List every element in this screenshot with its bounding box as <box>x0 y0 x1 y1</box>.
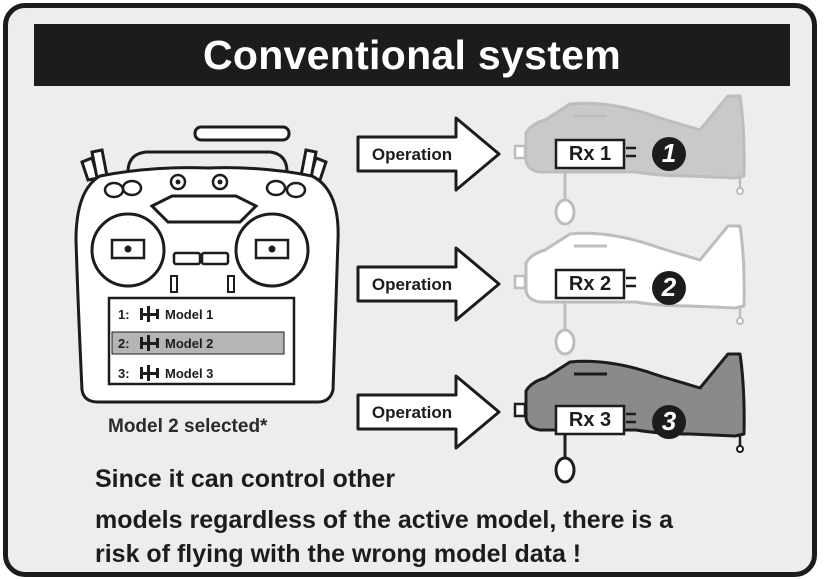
model-index: 1: <box>118 306 130 322</box>
arrow-icon <box>356 374 501 450</box>
badge-number: 2 <box>661 272 677 302</box>
model-list-item: 3: Model 3 <box>118 364 213 382</box>
model-index: 3: <box>118 365 130 381</box>
model-list-item-selected: 2: Model 2 <box>118 334 213 352</box>
model-list-item: 1: Model 1 <box>118 305 213 323</box>
selected-model-highlight <box>111 331 285 355</box>
airplane-icon <box>513 224 746 356</box>
model-name: Model 1 <box>165 306 214 322</box>
title-bar: Conventional system <box>34 24 790 86</box>
warning-text-line: risk of flying with the wrong model data… <box>95 540 582 568</box>
receiver-label: Rx 1 <box>568 143 612 165</box>
receiver-label: Rx 2 <box>568 273 612 295</box>
airplane-icon <box>513 352 746 484</box>
model-name: Model 3 <box>165 365 214 381</box>
airplane-icon <box>513 94 746 226</box>
airplane-icon <box>140 306 159 322</box>
arrow-label: Operation <box>371 403 453 422</box>
airplane-icon <box>140 365 159 381</box>
page-title: Conventional system <box>202 31 622 78</box>
receiver-label: Rx 3 <box>568 409 612 431</box>
model-name: Model 2 <box>165 335 214 351</box>
model-index: 2: <box>118 335 130 351</box>
badge-number: 3 <box>661 406 677 436</box>
arrow-icon <box>356 246 501 322</box>
warning-text-line: Since it can control other <box>95 465 396 493</box>
transmitter-icon <box>74 125 340 404</box>
airplane-icon <box>140 335 159 351</box>
number-badge <box>652 271 686 305</box>
number-badge <box>652 405 686 439</box>
number-badge <box>652 137 686 171</box>
arrow-icon <box>356 116 501 192</box>
arrow-label: Operation <box>371 145 453 164</box>
selected-model-caption: Model 2 selected* <box>108 416 268 437</box>
badge-number: 1 <box>661 138 677 168</box>
warning-text-line: models regardless of the active model, t… <box>95 506 673 534</box>
arrow-label: Operation <box>371 275 453 294</box>
